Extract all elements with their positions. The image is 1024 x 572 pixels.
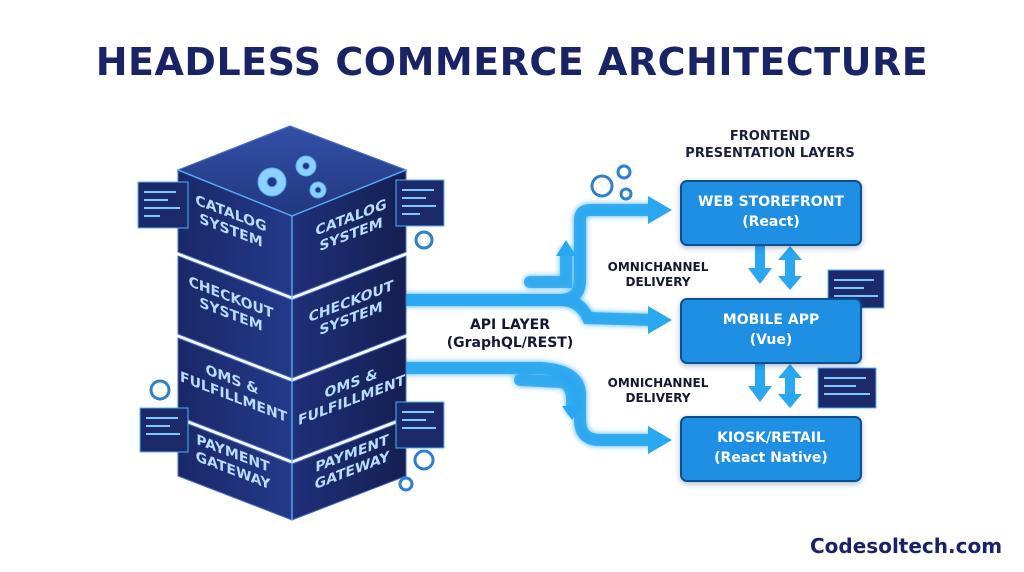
diagram-title: HEADLESS COMMERCE ARCHITECTURE [95,40,929,84]
arrow-icon [556,240,576,256]
flow-lower-branch [514,374,578,416]
omnichannel-label-2: OMNICHANNEL DELIVERY [607,376,709,405]
frontend-kiosk-retail: KIOSK/RETAIL (React Native) [680,416,862,482]
flow-arrowheads [556,196,672,454]
code-panel-icon [395,179,445,227]
code-panel-icon [139,407,189,453]
code-panel-icon [137,181,189,229]
frontend-header: FRONTEND PRESENTATION LAYERS [685,129,855,161]
frontend-tech: (React Native) [714,450,828,466]
code-panel-icon [395,401,445,449]
gear-icon [149,164,633,492]
code-panel-icon [817,367,877,409]
arrow-icon [648,426,672,454]
frontend-name: WEB STOREFRONT [698,194,844,210]
flow-upper-branch [524,246,572,288]
arrow-icon [562,406,582,420]
frontend-name: MOBILE APP [722,312,820,328]
omnichannel-label-1: OMNICHANNEL DELIVERY [607,260,709,289]
arrow-icon [648,306,672,334]
frontend-mobile-app: MOBILE APP (Vue) [680,298,862,364]
backend-stack [176,125,408,521]
gear-icon [257,155,327,199]
brand-watermark: Codesoltech.com [810,534,1003,558]
frontend-arrows [748,246,802,408]
arrow-icon [648,196,672,224]
frontend-name: KIOSK/RETAIL [717,430,825,446]
frontend-tech: (React) [742,214,800,230]
api-layer-label: API LAYER (GraphQL/REST) [446,317,574,351]
frontend-web-storefront: WEB STOREFRONT (React) [680,180,862,246]
flow-to-mobile [399,294,658,326]
frontend-tech: (Vue) [749,332,793,348]
